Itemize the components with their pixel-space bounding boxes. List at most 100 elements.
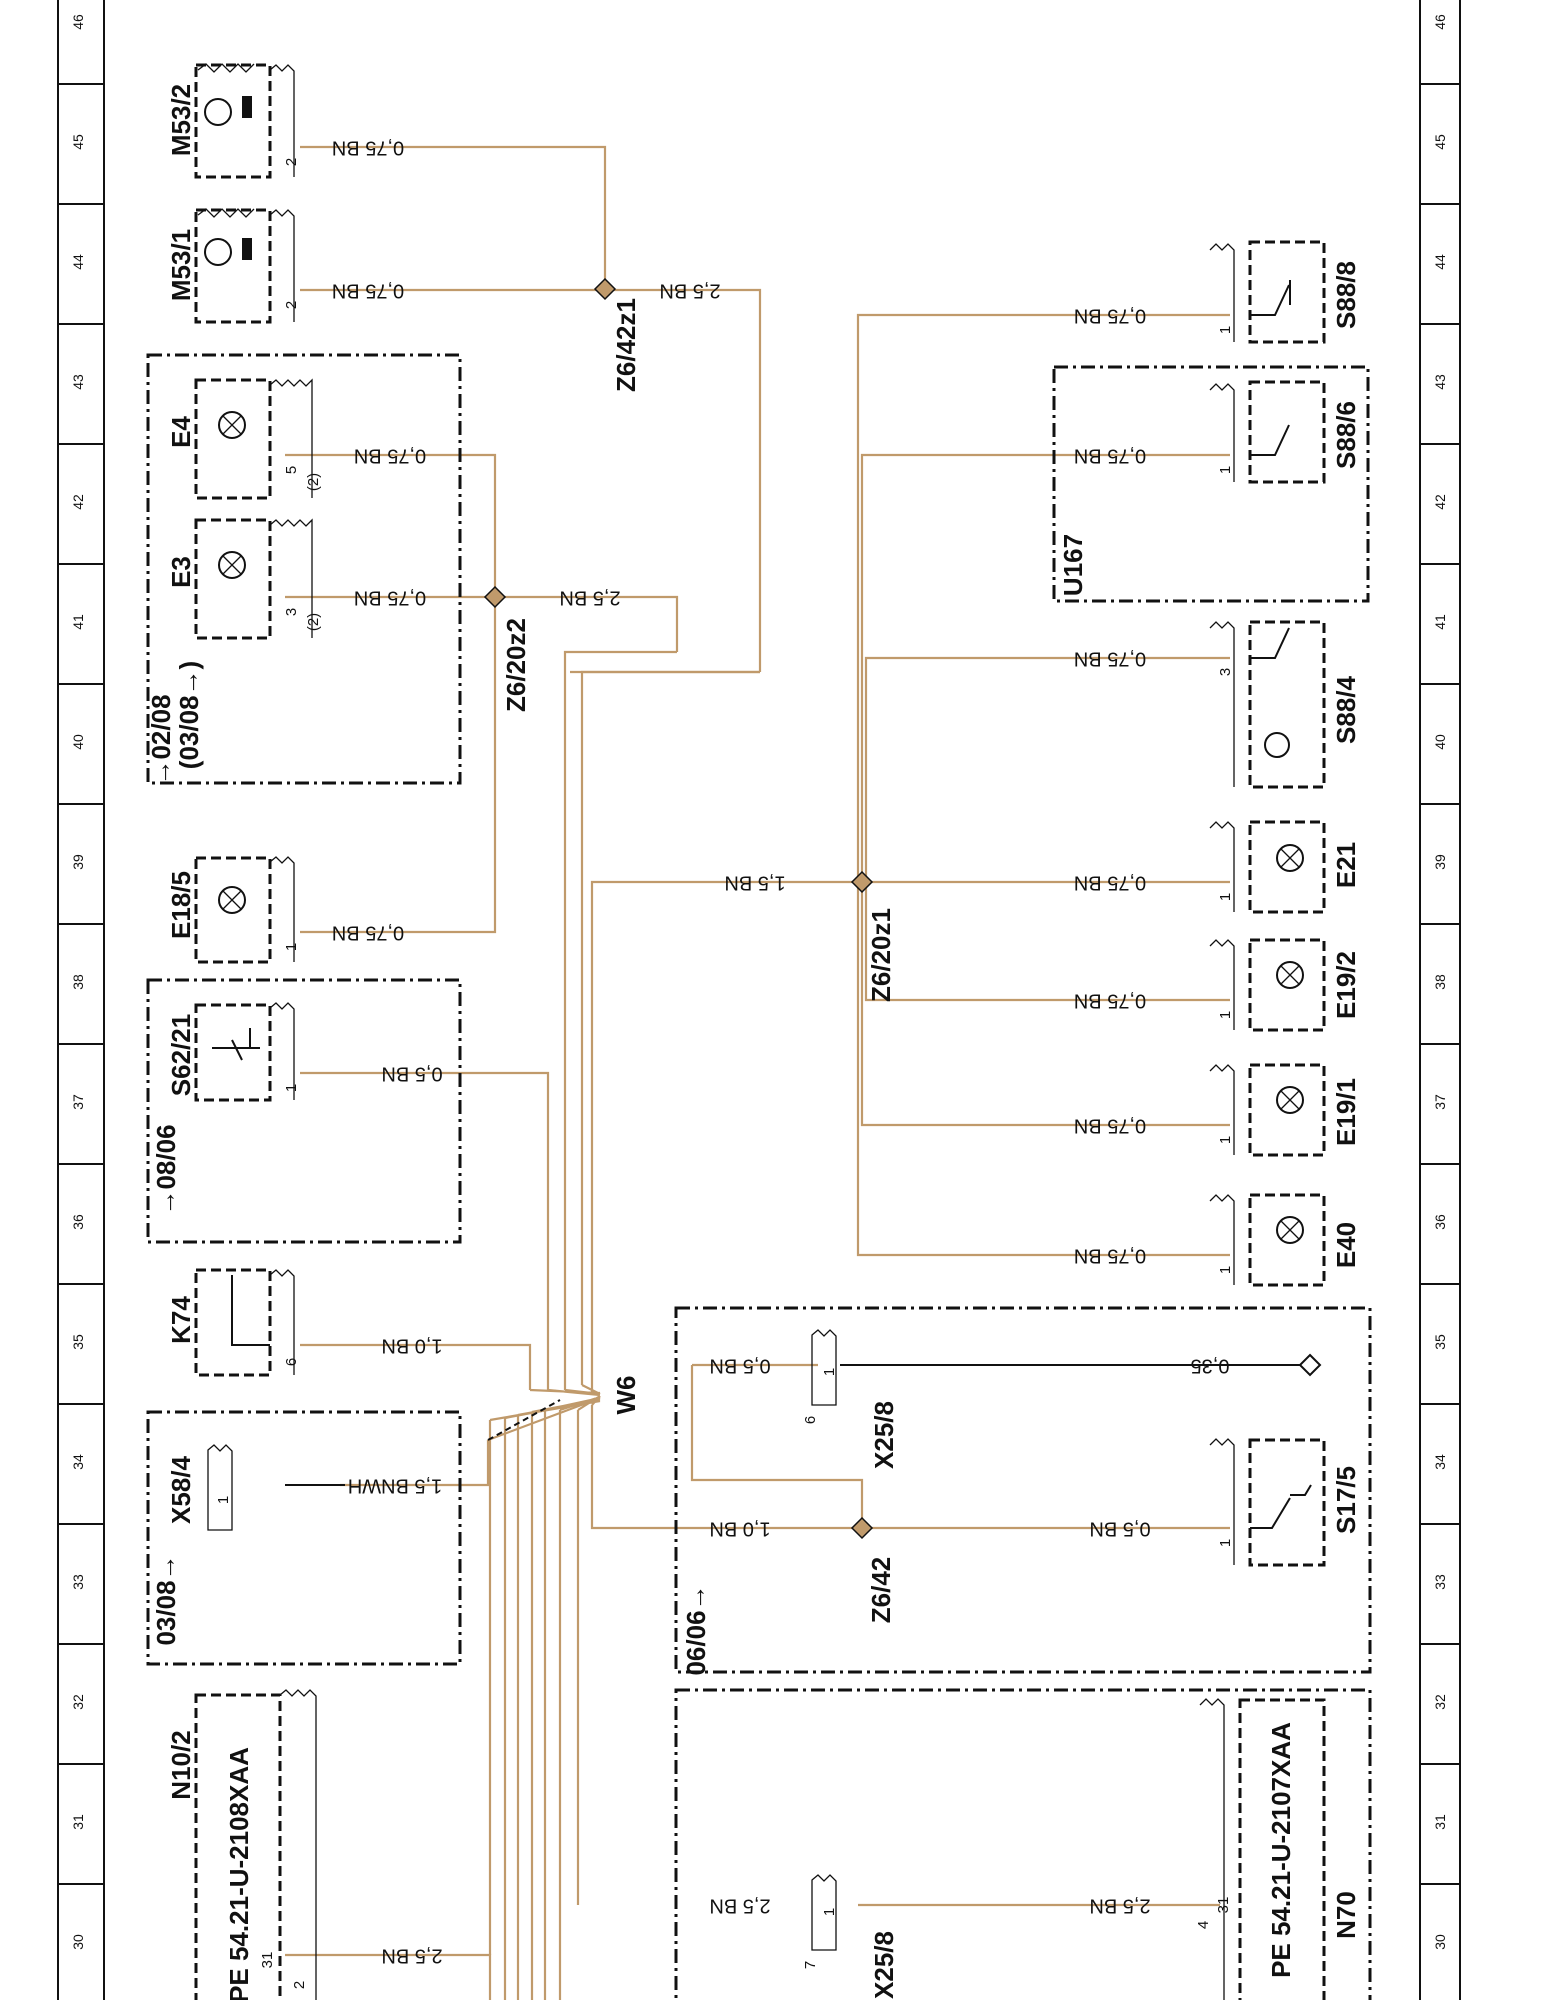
label-N10-2: N10/2 bbox=[166, 1730, 196, 1799]
pin-E19-1: 1 bbox=[1217, 1136, 1234, 1144]
label-Z6-42: Z6/42 bbox=[866, 1557, 896, 1624]
component-E21 bbox=[1209, 820, 1326, 914]
ruler-left-label: 33 bbox=[70, 1574, 86, 1590]
splice-nodes bbox=[483, 277, 1322, 1540]
pin-M53-2: 2 bbox=[283, 158, 300, 166]
label-group-note-a: →02/08 bbox=[146, 694, 176, 785]
component-S88-4 bbox=[1209, 620, 1326, 789]
component-N10-2 bbox=[194, 1689, 317, 2000]
pin-E3-alt: (2) bbox=[305, 613, 322, 631]
wire-label-S88-8: 0,75 BN bbox=[1074, 305, 1146, 327]
num-N70: 4 bbox=[1195, 1921, 1212, 1929]
label-N70: N70 bbox=[1331, 1891, 1361, 1939]
label-S62-note: →08/06 bbox=[151, 1124, 181, 1215]
label-U167: U167 bbox=[1058, 534, 1088, 596]
component-E40 bbox=[1209, 1193, 1326, 1287]
labels: M53/2 M53/1 E4 E3 →02/08 (03/08→) E18/5 … bbox=[146, 84, 1361, 2000]
pin-S62-21: 1 bbox=[283, 1084, 300, 1092]
label-W6: W6 bbox=[611, 1376, 641, 1415]
wire-label-X25-8-bottom-right: 2,5 BN bbox=[1089, 1895, 1150, 1917]
wire-label-E4: 0,75 BN bbox=[354, 445, 426, 467]
wire-label-N10-2: 2,5 BN bbox=[381, 1945, 442, 1967]
ruler-left-label: 30 bbox=[70, 1934, 86, 1950]
ruler-right-label: 43 bbox=[1432, 374, 1448, 390]
component-E19-1 bbox=[1209, 1063, 1326, 1157]
label-S62-21: S62/21 bbox=[166, 1014, 196, 1096]
wire-label-E19-1: 0,75 BN bbox=[1074, 1115, 1146, 1137]
ruler-left-label: 46 bbox=[70, 14, 86, 30]
ruler-left-label: 34 bbox=[70, 1454, 86, 1470]
ruler-left-label: 40 bbox=[70, 734, 86, 750]
component-S88-6 bbox=[1209, 380, 1326, 484]
component-S17-5 bbox=[1209, 1438, 1326, 1567]
ruler-left-label: 44 bbox=[70, 254, 86, 270]
ruler-right-label: 40 bbox=[1432, 734, 1448, 750]
ruler-right-label: 42 bbox=[1432, 494, 1448, 510]
pin-S88-4: 3 bbox=[1217, 668, 1234, 676]
label-S88-4: S88/4 bbox=[1331, 675, 1361, 743]
label-X25-8-top: X25/8 bbox=[869, 1401, 899, 1469]
ruler-left-label: 42 bbox=[70, 494, 86, 510]
ruler-right-label: 44 bbox=[1432, 254, 1448, 270]
wire-label-X58-4: 1,5 BNWH bbox=[348, 1475, 442, 1497]
label-E40: E40 bbox=[1331, 1222, 1361, 1268]
component-N70 bbox=[1199, 1698, 1326, 2000]
num-X25-8-bottom: 7 bbox=[802, 1961, 819, 1969]
label-M53-1: M53/1 bbox=[166, 229, 196, 301]
black-wires bbox=[285, 1364, 1300, 1486]
label-X25-8-bottom: X25/8 bbox=[869, 1931, 899, 1999]
wire-label-S88-4: 0,75 BN bbox=[1074, 648, 1146, 670]
ruler-left-label: 41 bbox=[70, 614, 86, 630]
ruler-left-label: 37 bbox=[70, 1094, 86, 1110]
ruler-left-label: 39 bbox=[70, 854, 86, 870]
label-X58-4: X58/4 bbox=[166, 1455, 196, 1523]
num-X25-8-top: 6 bbox=[802, 1416, 819, 1424]
pin-N10-2: 31 bbox=[259, 1952, 276, 1969]
ruler-right-label: 39 bbox=[1432, 854, 1448, 870]
ruler-right-label: 35 bbox=[1432, 1334, 1448, 1350]
component-M53-1 bbox=[194, 208, 295, 324]
wire-label-E40: 0,75 BN bbox=[1074, 1245, 1146, 1267]
label-group-note-b: (03/08→) bbox=[174, 661, 204, 769]
pin-S88-6: 1 bbox=[1217, 466, 1234, 474]
pin-X25-8-bottom: 1 bbox=[821, 1908, 838, 1916]
pin-E21: 1 bbox=[1217, 893, 1234, 901]
component-S88-8 bbox=[1209, 240, 1326, 344]
wire-label-E21: 0,75 BN bbox=[1074, 872, 1146, 894]
ruler-right-label: 32 bbox=[1432, 1694, 1448, 1710]
component-E4 bbox=[194, 378, 313, 500]
ruler-right bbox=[1419, 0, 1461, 2000]
label-Z6-20z2: Z6/20z2 bbox=[501, 618, 531, 712]
wire-label-M53-1: 0,75 BN bbox=[332, 280, 404, 302]
component-X25-8-bottom bbox=[811, 1874, 837, 1951]
ruler-right-label: 37 bbox=[1432, 1094, 1448, 1110]
ruler-left-label: 43 bbox=[70, 374, 86, 390]
ruler-right-label: 36 bbox=[1432, 1214, 1448, 1230]
pin-X25-8-top: 1 bbox=[821, 1368, 838, 1376]
ruler-left-label: 35 bbox=[70, 1334, 86, 1350]
wire-label-S17-5: 0,5 BN bbox=[1089, 1518, 1150, 1540]
component-E3 bbox=[194, 518, 313, 640]
label-S88-8: S88/8 bbox=[1331, 261, 1361, 329]
pin-M53-1: 2 bbox=[283, 301, 300, 309]
label-S17-5: S17/5 bbox=[1331, 1466, 1361, 1534]
ruler-left bbox=[57, 0, 105, 2000]
wire-label-ground: 0,35 bbox=[1191, 1355, 1230, 1377]
label-S88-6: S88/6 bbox=[1331, 401, 1361, 469]
wire-label-Z6-42z1: 2,5 BN bbox=[659, 280, 720, 302]
wire-label-Z6-20z2: 2,5 BN bbox=[559, 587, 620, 609]
label-X58-note: 03/08→ bbox=[151, 1554, 181, 1645]
component-X58-4 bbox=[207, 1444, 233, 1531]
group-boxes bbox=[146, 353, 1372, 2000]
component-X25-8-top bbox=[811, 1329, 837, 1406]
ruler-right-label: 31 bbox=[1432, 1814, 1448, 1830]
ruler-left-label: 32 bbox=[70, 1694, 86, 1710]
ruler-right-label: 38 bbox=[1432, 974, 1448, 990]
pin-E19-2: 1 bbox=[1217, 1011, 1234, 1019]
label-E21: E21 bbox=[1331, 842, 1361, 888]
wire-label-E18-5: 0,75 BN bbox=[332, 922, 404, 944]
pin-E18-5: 1 bbox=[283, 943, 300, 951]
label-K74: K74 bbox=[166, 1296, 196, 1344]
